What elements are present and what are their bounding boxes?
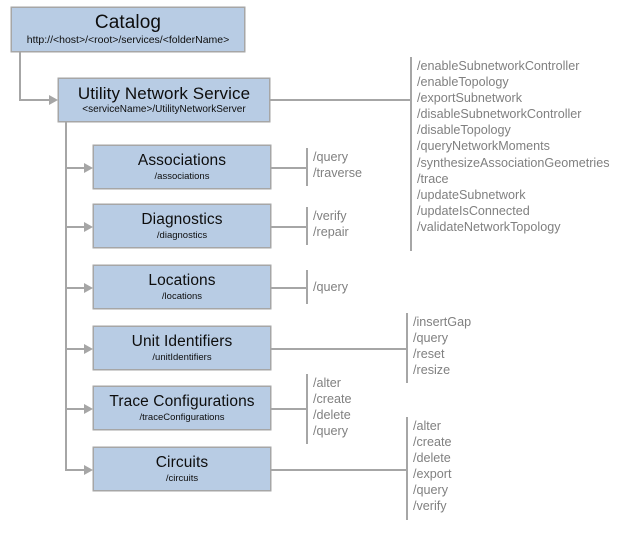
operations-bar-service bbox=[410, 57, 412, 251]
connector-locations-to-operations bbox=[271, 287, 306, 289]
operation-item[interactable]: /traverse bbox=[313, 166, 362, 181]
node-trace-configurations[interactable]: Trace Configurations /traceConfiguration… bbox=[93, 386, 271, 430]
connector-service-to-operations bbox=[270, 99, 410, 101]
connector-branch-diagnostics bbox=[65, 226, 84, 228]
node-trace-configurations-path: /traceConfigurations bbox=[139, 411, 225, 423]
operations-bar-associations bbox=[306, 148, 308, 186]
connector-branch-unit-identifiers-arrowhead bbox=[84, 344, 93, 354]
node-locations-path: /locations bbox=[161, 290, 203, 302]
connector-branch-associations bbox=[65, 167, 84, 169]
node-catalog-path: http://<host>/<root>/services/<folderNam… bbox=[26, 34, 230, 47]
operation-item[interactable]: /disableSubnetworkController bbox=[417, 107, 582, 122]
connector-associations-to-operations bbox=[271, 167, 306, 169]
node-diagnostics-path: /diagnostics bbox=[156, 229, 208, 241]
connector-circuits-to-operations bbox=[271, 469, 406, 471]
connector-trace-configurations-to-operations bbox=[271, 408, 306, 410]
node-unit-identifiers[interactable]: Unit Identifiers /unitIdentifiers bbox=[93, 326, 271, 370]
operation-item[interactable]: /disableTopology bbox=[417, 123, 511, 138]
operation-item[interactable]: /queryNetworkMoments bbox=[417, 139, 550, 154]
operation-item[interactable]: /verify bbox=[413, 499, 447, 514]
node-utility-network-service[interactable]: Utility Network Service <serviceName>/Ut… bbox=[58, 78, 270, 122]
operation-item[interactable]: /updateIsConnected bbox=[417, 203, 530, 218]
connector-catalog-to-service-horizontal bbox=[19, 99, 49, 101]
operation-item[interactable]: /synthesizeAssociationGeometries bbox=[417, 155, 610, 170]
operations-bar-unit-identifiers bbox=[406, 313, 408, 383]
operations-list-locations: /query bbox=[313, 279, 348, 295]
operation-item[interactable]: /insertGap bbox=[413, 315, 472, 329]
node-unit-identifiers-path: /unitIdentifiers bbox=[152, 351, 212, 363]
operation-item[interactable]: /query bbox=[313, 280, 349, 294]
connector-unit-identifiers-to-operations bbox=[271, 348, 406, 350]
node-utility-network-service-path: <serviceName>/UtilityNetworkServer bbox=[82, 104, 246, 115]
connector-branch-unit-identifiers bbox=[65, 348, 84, 350]
operation-item[interactable]: /trace bbox=[417, 171, 449, 186]
node-associations[interactable]: Associations /associations bbox=[93, 145, 271, 189]
operation-item[interactable]: /repair bbox=[313, 225, 349, 240]
node-unit-identifiers-title: Unit Identifiers bbox=[131, 333, 233, 350]
operations-list-unit-identifiers: /insertGap/query/reset/resize bbox=[413, 314, 471, 378]
connector-branch-locations bbox=[65, 287, 84, 289]
node-circuits[interactable]: Circuits /circuits bbox=[93, 447, 271, 491]
operation-item[interactable]: /validateNetworkTopology bbox=[417, 219, 561, 234]
operation-item[interactable]: /resize bbox=[413, 363, 451, 378]
connector-branch-locations-arrowhead bbox=[84, 283, 93, 293]
operation-item[interactable]: /enableTopology bbox=[417, 75, 509, 90]
operations-bar-locations bbox=[306, 270, 308, 304]
operation-item[interactable]: /alter bbox=[313, 376, 341, 390]
operation-item[interactable]: /create bbox=[413, 435, 452, 450]
node-catalog[interactable]: Catalog http://<host>/<root>/services/<f… bbox=[11, 7, 245, 52]
connector-branch-circuits-arrowhead bbox=[84, 465, 93, 475]
operations-list-diagnostics: /verify/repair bbox=[313, 208, 349, 240]
connector-branch-trace-configurations-arrowhead bbox=[84, 404, 93, 414]
node-diagnostics-title: Diagnostics bbox=[141, 211, 223, 228]
node-circuits-title: Circuits bbox=[155, 454, 209, 471]
connector-branch-circuits bbox=[65, 469, 84, 471]
node-trace-configurations-title: Trace Configurations bbox=[109, 393, 255, 410]
operations-list-trace-configurations: /alter/create/delete/query bbox=[313, 375, 352, 439]
node-locations-title: Locations bbox=[148, 272, 216, 289]
operation-item[interactable]: /alter bbox=[413, 419, 441, 433]
operations-list-associations: /query/traverse bbox=[313, 149, 362, 181]
operation-item[interactable]: /create bbox=[313, 392, 352, 407]
operations-list-service: /enableSubnetworkController/enableTopolo… bbox=[417, 58, 610, 235]
connector-service-trunk bbox=[65, 122, 67, 469]
connector-branch-diagnostics-arrowhead bbox=[84, 222, 93, 232]
operation-item[interactable]: /delete bbox=[413, 451, 451, 466]
node-locations[interactable]: Locations /locations bbox=[93, 265, 271, 309]
operation-item[interactable]: /query bbox=[313, 150, 349, 164]
operations-bar-trace-configurations bbox=[306, 374, 308, 444]
operations-bar-diagnostics bbox=[306, 207, 308, 245]
operation-item[interactable]: /query bbox=[313, 424, 349, 439]
connector-catalog-to-service-vertical bbox=[19, 52, 21, 100]
operation-item[interactable]: /exportSubnetwork bbox=[417, 91, 523, 106]
operation-item[interactable]: /delete bbox=[313, 408, 351, 423]
operation-item[interactable]: /verify bbox=[313, 209, 347, 223]
operation-item[interactable]: /export bbox=[413, 467, 452, 482]
connector-branch-associations-arrowhead bbox=[84, 163, 93, 173]
operation-item[interactable]: /enableSubnetworkController bbox=[417, 59, 580, 73]
operations-list-circuits: /alter/create/delete/export/query/verify bbox=[413, 418, 452, 515]
node-associations-title: Associations bbox=[137, 152, 227, 169]
connector-branch-trace-configurations bbox=[65, 408, 84, 410]
operation-item[interactable]: /query bbox=[413, 331, 449, 346]
node-diagnostics[interactable]: Diagnostics /diagnostics bbox=[93, 204, 271, 248]
operations-bar-circuits bbox=[406, 417, 408, 520]
node-utility-network-service-title: Utility Network Service bbox=[77, 84, 251, 103]
operation-item[interactable]: /updateSubnetwork bbox=[417, 187, 526, 202]
operation-item[interactable]: /reset bbox=[413, 347, 445, 362]
connector-diagnostics-to-operations bbox=[271, 226, 306, 228]
operation-item[interactable]: /query bbox=[413, 483, 449, 498]
node-catalog-title: Catalog bbox=[94, 12, 162, 34]
connector-catalog-to-service-arrowhead bbox=[49, 95, 58, 105]
node-circuits-path: /circuits bbox=[165, 472, 199, 484]
node-associations-path: /associations bbox=[154, 170, 210, 182]
